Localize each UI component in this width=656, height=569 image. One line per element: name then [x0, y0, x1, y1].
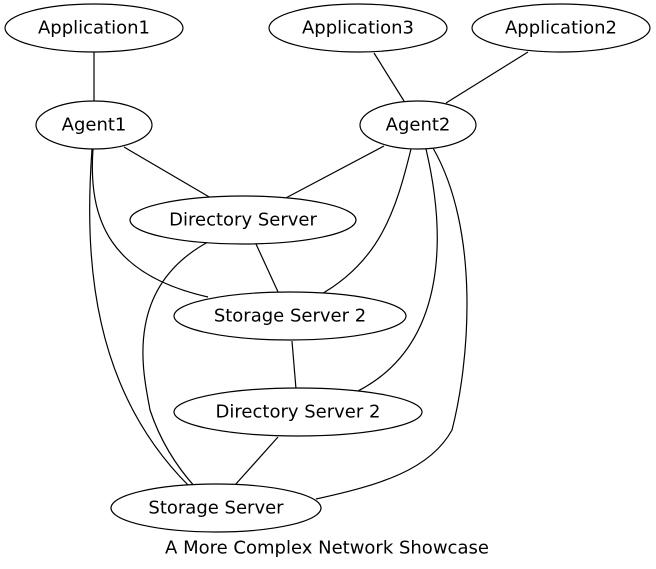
node-application1-label: Application1 — [38, 18, 150, 39]
node-application3-label: Application3 — [302, 18, 414, 39]
node-directory-server-label: Directory Server — [169, 210, 317, 231]
node-storage-server-label: Storage Server — [148, 498, 284, 519]
edge-agent2-directory-server — [281, 145, 385, 201]
edge-agent1-storage-server — [89, 148, 191, 488]
node-storage-server-2: Storage Server 2 — [173, 291, 407, 341]
edge-agent1-directory-server — [123, 146, 212, 199]
node-directory-server-2: Directory Server 2 — [173, 387, 423, 437]
node-directory-server-2-label: Directory Server 2 — [216, 402, 381, 423]
edge-agent2-directory-server-2 — [355, 148, 438, 393]
node-agent2-label: Agent2 — [386, 115, 451, 136]
node-agent1-label: Agent1 — [62, 115, 127, 136]
edge-agent2-storage-server-2 — [317, 148, 412, 297]
edge-directory-server-storage-server — [142, 241, 209, 489]
edge-agent2-storage-server — [315, 147, 468, 500]
edge-application3-agent2 — [373, 52, 405, 102]
edge-directory-server-storage-server-2 — [255, 243, 280, 295]
edge-storage-server-2-directory-server-2 — [291, 340, 297, 390]
node-application2-label: Application2 — [505, 18, 617, 39]
edge-directory-server-2-storage-server — [234, 436, 279, 486]
node-directory-server: Directory Server — [129, 195, 357, 245]
node-application2: Application2 — [471, 3, 651, 53]
edge-application2-agent2 — [445, 51, 529, 104]
node-storage-server: Storage Server — [110, 483, 322, 533]
node-application3: Application3 — [268, 3, 448, 53]
node-agent1: Agent1 — [35, 100, 153, 150]
node-storage-server-2-label: Storage Server 2 — [214, 306, 366, 327]
node-application1: Application1 — [4, 3, 184, 53]
edge-agent1-storage-server-2 — [91, 148, 209, 298]
diagram-caption: A More Complex Network Showcase — [165, 538, 489, 559]
node-agent2: Agent2 — [359, 100, 477, 150]
